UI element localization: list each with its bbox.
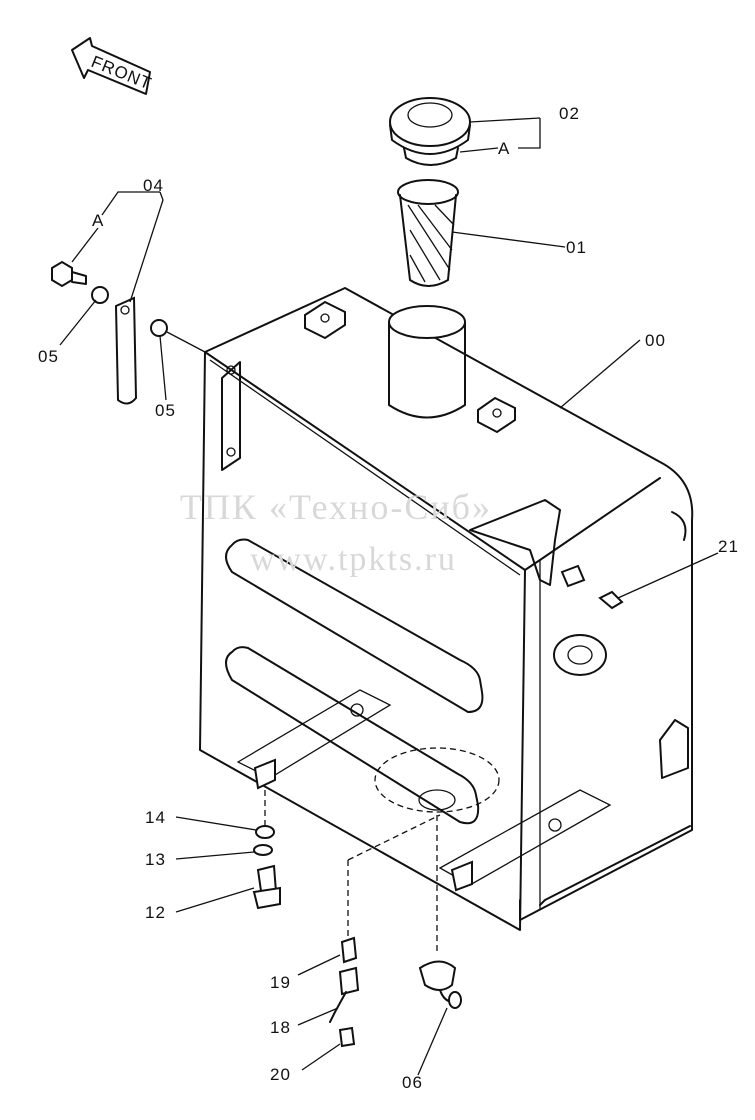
front-direction-arrow: FRONT xyxy=(71,37,155,95)
label-19: 19 xyxy=(270,973,291,992)
label-02: 02 xyxy=(559,104,580,123)
bolt-12-part xyxy=(252,864,281,910)
nut-05-right xyxy=(150,319,168,337)
side-port xyxy=(553,634,607,676)
label-00: 00 xyxy=(645,331,666,350)
label-18: 18 xyxy=(270,1018,291,1037)
label-05-left: 05 xyxy=(38,347,59,366)
label-20: 20 xyxy=(270,1065,291,1084)
strainer-part xyxy=(397,179,459,287)
strap-part xyxy=(114,296,138,405)
boss-left xyxy=(304,300,346,340)
plug-19 xyxy=(340,936,358,964)
label-a-top: A xyxy=(498,139,510,158)
drain-valve-part xyxy=(418,960,462,1009)
label-04: 04 xyxy=(143,176,164,195)
label-06: 06 xyxy=(402,1073,423,1092)
label-12: 12 xyxy=(145,903,166,922)
label-01: 01 xyxy=(566,238,587,257)
boss-right xyxy=(477,396,516,434)
filler-cap-part xyxy=(389,97,471,166)
fitting-18 xyxy=(338,966,360,996)
nut-05-left xyxy=(91,286,109,304)
label-21: 21 xyxy=(718,537,739,556)
label-14: 14 xyxy=(145,808,166,827)
watermark-company: ТПК «Техно-Сиб» xyxy=(180,487,492,527)
plug-20 xyxy=(338,1026,356,1048)
watermark-url: www.tpkts.ru xyxy=(250,541,457,578)
washer-13 xyxy=(253,844,273,856)
label-a-bracket: A xyxy=(92,211,104,230)
filler-neck xyxy=(388,305,466,339)
label-05-right: 05 xyxy=(155,401,176,420)
fuel-tank xyxy=(199,287,694,931)
window-upper xyxy=(225,538,484,713)
window-lower xyxy=(225,646,480,825)
washer-14 xyxy=(255,825,275,839)
fitting-21-part xyxy=(560,564,624,610)
label-13: 13 xyxy=(145,850,166,869)
bolt-part-a xyxy=(51,260,87,288)
